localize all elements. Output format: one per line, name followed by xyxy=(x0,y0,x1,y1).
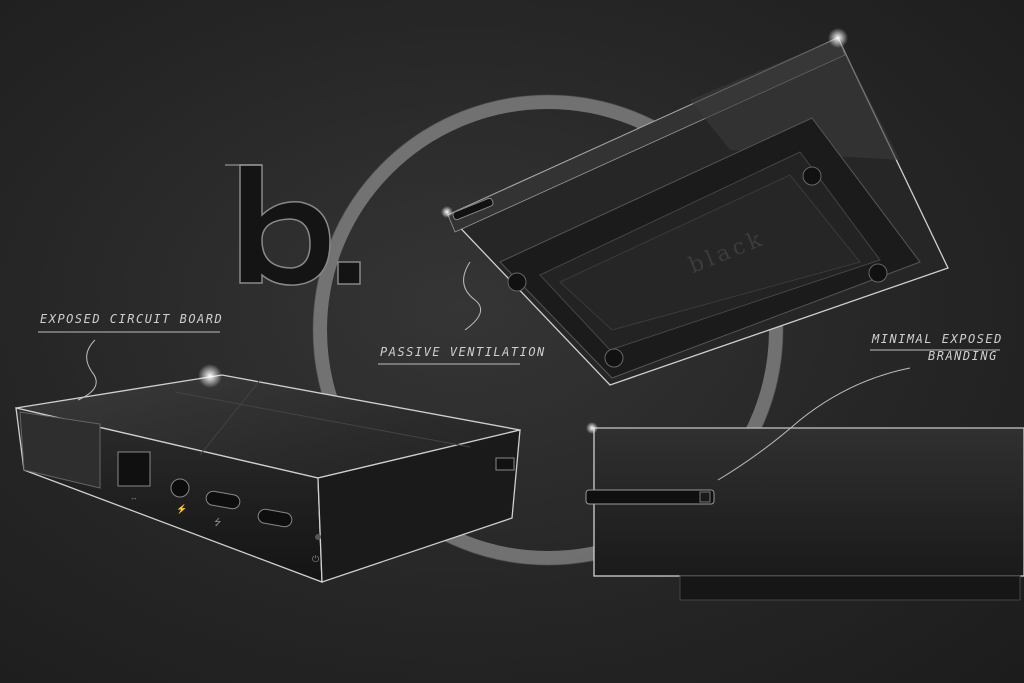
usb-c-port-2 xyxy=(257,508,293,528)
power-icon: ⏻ xyxy=(312,554,319,564)
background-ring xyxy=(313,95,783,565)
annotation-passive-ventilation: Passive ventilation xyxy=(380,345,546,359)
device-front-view: ↔ ⚡ ⭍ ⏻ xyxy=(15,374,521,583)
annotation-leaders xyxy=(38,261,1000,481)
device-side-closeup xyxy=(585,427,1024,601)
usb-icon: ⭍ xyxy=(214,517,222,527)
brand-logo-mark xyxy=(225,164,361,286)
power-jack xyxy=(170,478,190,498)
lightning-icon: ⚡ xyxy=(176,503,187,515)
annotation-branding-line1: Minimal exposed xyxy=(872,332,1003,346)
annotation-exposed-circuit-board: Exposed circuit board xyxy=(40,312,224,326)
device-bottom-view: black xyxy=(446,37,949,386)
usb-c-port-1 xyxy=(205,490,241,510)
ethernet-icon: ↔ xyxy=(130,493,138,502)
ethernet-port xyxy=(117,451,151,487)
annotation-branding-line2: branding xyxy=(928,349,998,363)
